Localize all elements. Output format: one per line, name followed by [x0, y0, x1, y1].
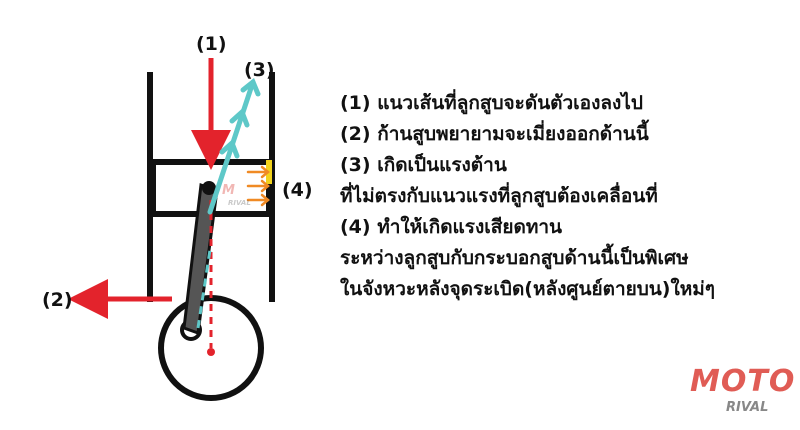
marker-1: (1): [196, 33, 227, 55]
crank-center: [207, 348, 215, 356]
line-1: (1) แนวเส้นที่ลูกสูบจะดันตัวเองลงไป: [340, 92, 643, 114]
svg-text:M: M: [222, 183, 235, 198]
marker-2: (2): [42, 289, 73, 311]
line-6: ระหว่างลูกสูบกับกระบอกสูบด้านนี้เป็นพิเศ…: [340, 247, 689, 269]
line-2: (2) ก้านสูบพยายามจะเมี่ยงออกด้านนี้: [340, 123, 649, 145]
marker-4: (4): [282, 179, 313, 201]
piston-force-diagram: M RIVAL (1) (2) (3) (4): [42, 33, 313, 401]
logo-brand: MOTO: [690, 364, 796, 399]
explanation-text: (1) แนวเส้นที่ลูกสูบจะดันตัวเองลงไป (2) …: [340, 88, 790, 305]
line-7: ในจังหวะหลังจุดระเบิด(หลังศูนย์ตายบน)ใหม…: [340, 278, 716, 300]
logo-sub: RIVAL: [726, 400, 769, 415]
motorival-logo: MOTO RIVAL: [690, 364, 794, 424]
line-3: (3) เกิดเป็นแรงต้าน: [340, 154, 507, 176]
resultant-arrow: [207, 77, 261, 215]
svg-text:RIVAL: RIVAL: [228, 199, 251, 207]
line-4: ที่ไม่ตรงกับแนวแรงที่ลูกสูบต้องเคลื่อนที…: [340, 185, 658, 207]
friction-arrows: [246, 165, 270, 207]
wrist-pin: [202, 181, 216, 195]
watermark-small: M RIVAL: [222, 183, 251, 207]
marker-3: (3): [244, 59, 275, 81]
line-5: (4) ทำให้เกิดแรงเสียดทาน: [340, 216, 563, 238]
